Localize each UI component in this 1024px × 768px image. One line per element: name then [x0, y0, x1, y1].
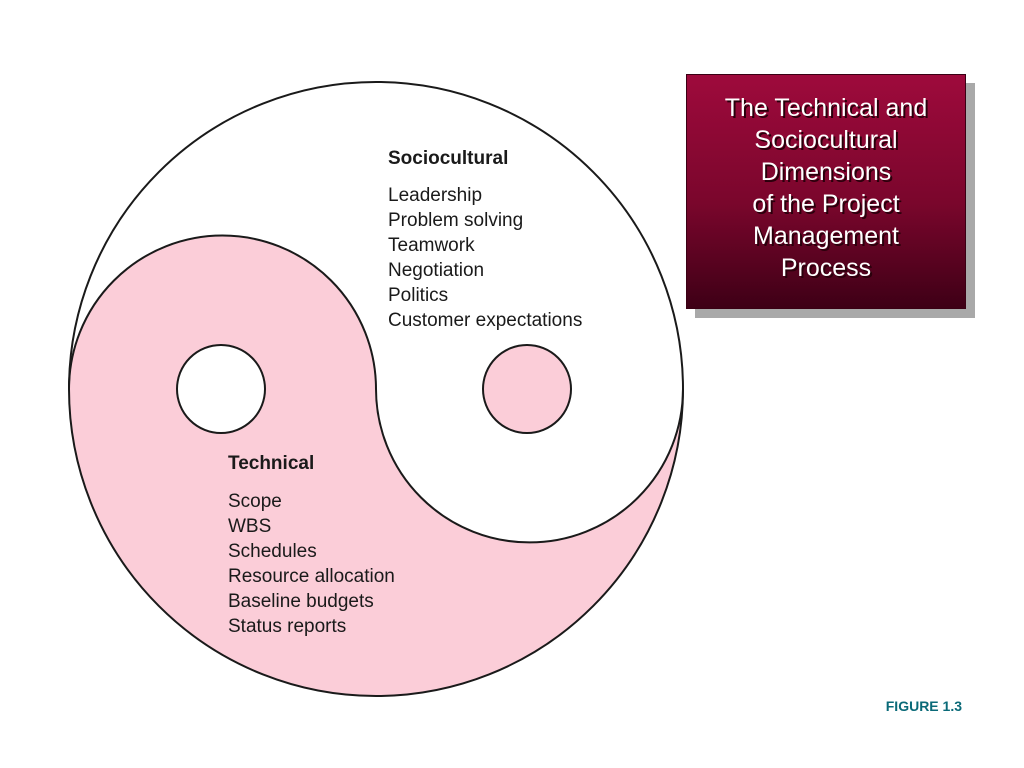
- technical-item: Scope: [228, 491, 282, 512]
- pink-dot: [482, 344, 572, 434]
- sociocultural-item: Customer expectations: [388, 310, 582, 331]
- divider-curve: [68, 234, 684, 544]
- sociocultural-item: Politics: [388, 285, 448, 306]
- slide-title: The Technical and Sociocultural Dimensio…: [724, 94, 928, 282]
- sociocultural-item: Teamwork: [388, 235, 475, 256]
- sociocultural-item: Negotiation: [388, 260, 484, 281]
- technical-item: Status reports: [228, 616, 346, 637]
- sociocultural-item: Problem solving: [388, 210, 523, 231]
- technical-item: Resource allocation: [228, 566, 395, 587]
- technical-item: Schedules: [228, 541, 317, 562]
- sociocultural-heading: Sociocultural: [388, 148, 508, 169]
- technical-heading: Technical: [228, 453, 314, 474]
- outer-circle-outline: [68, 81, 684, 697]
- white-dot: [176, 344, 266, 434]
- figure-label: FIGURE 1.3: [885, 698, 962, 714]
- technical-item: Baseline budgets: [228, 591, 374, 612]
- title-box: The Technical and Sociocultural Dimensio…: [686, 74, 966, 309]
- technical-item: WBS: [228, 516, 271, 537]
- sociocultural-item: Leadership: [388, 185, 482, 206]
